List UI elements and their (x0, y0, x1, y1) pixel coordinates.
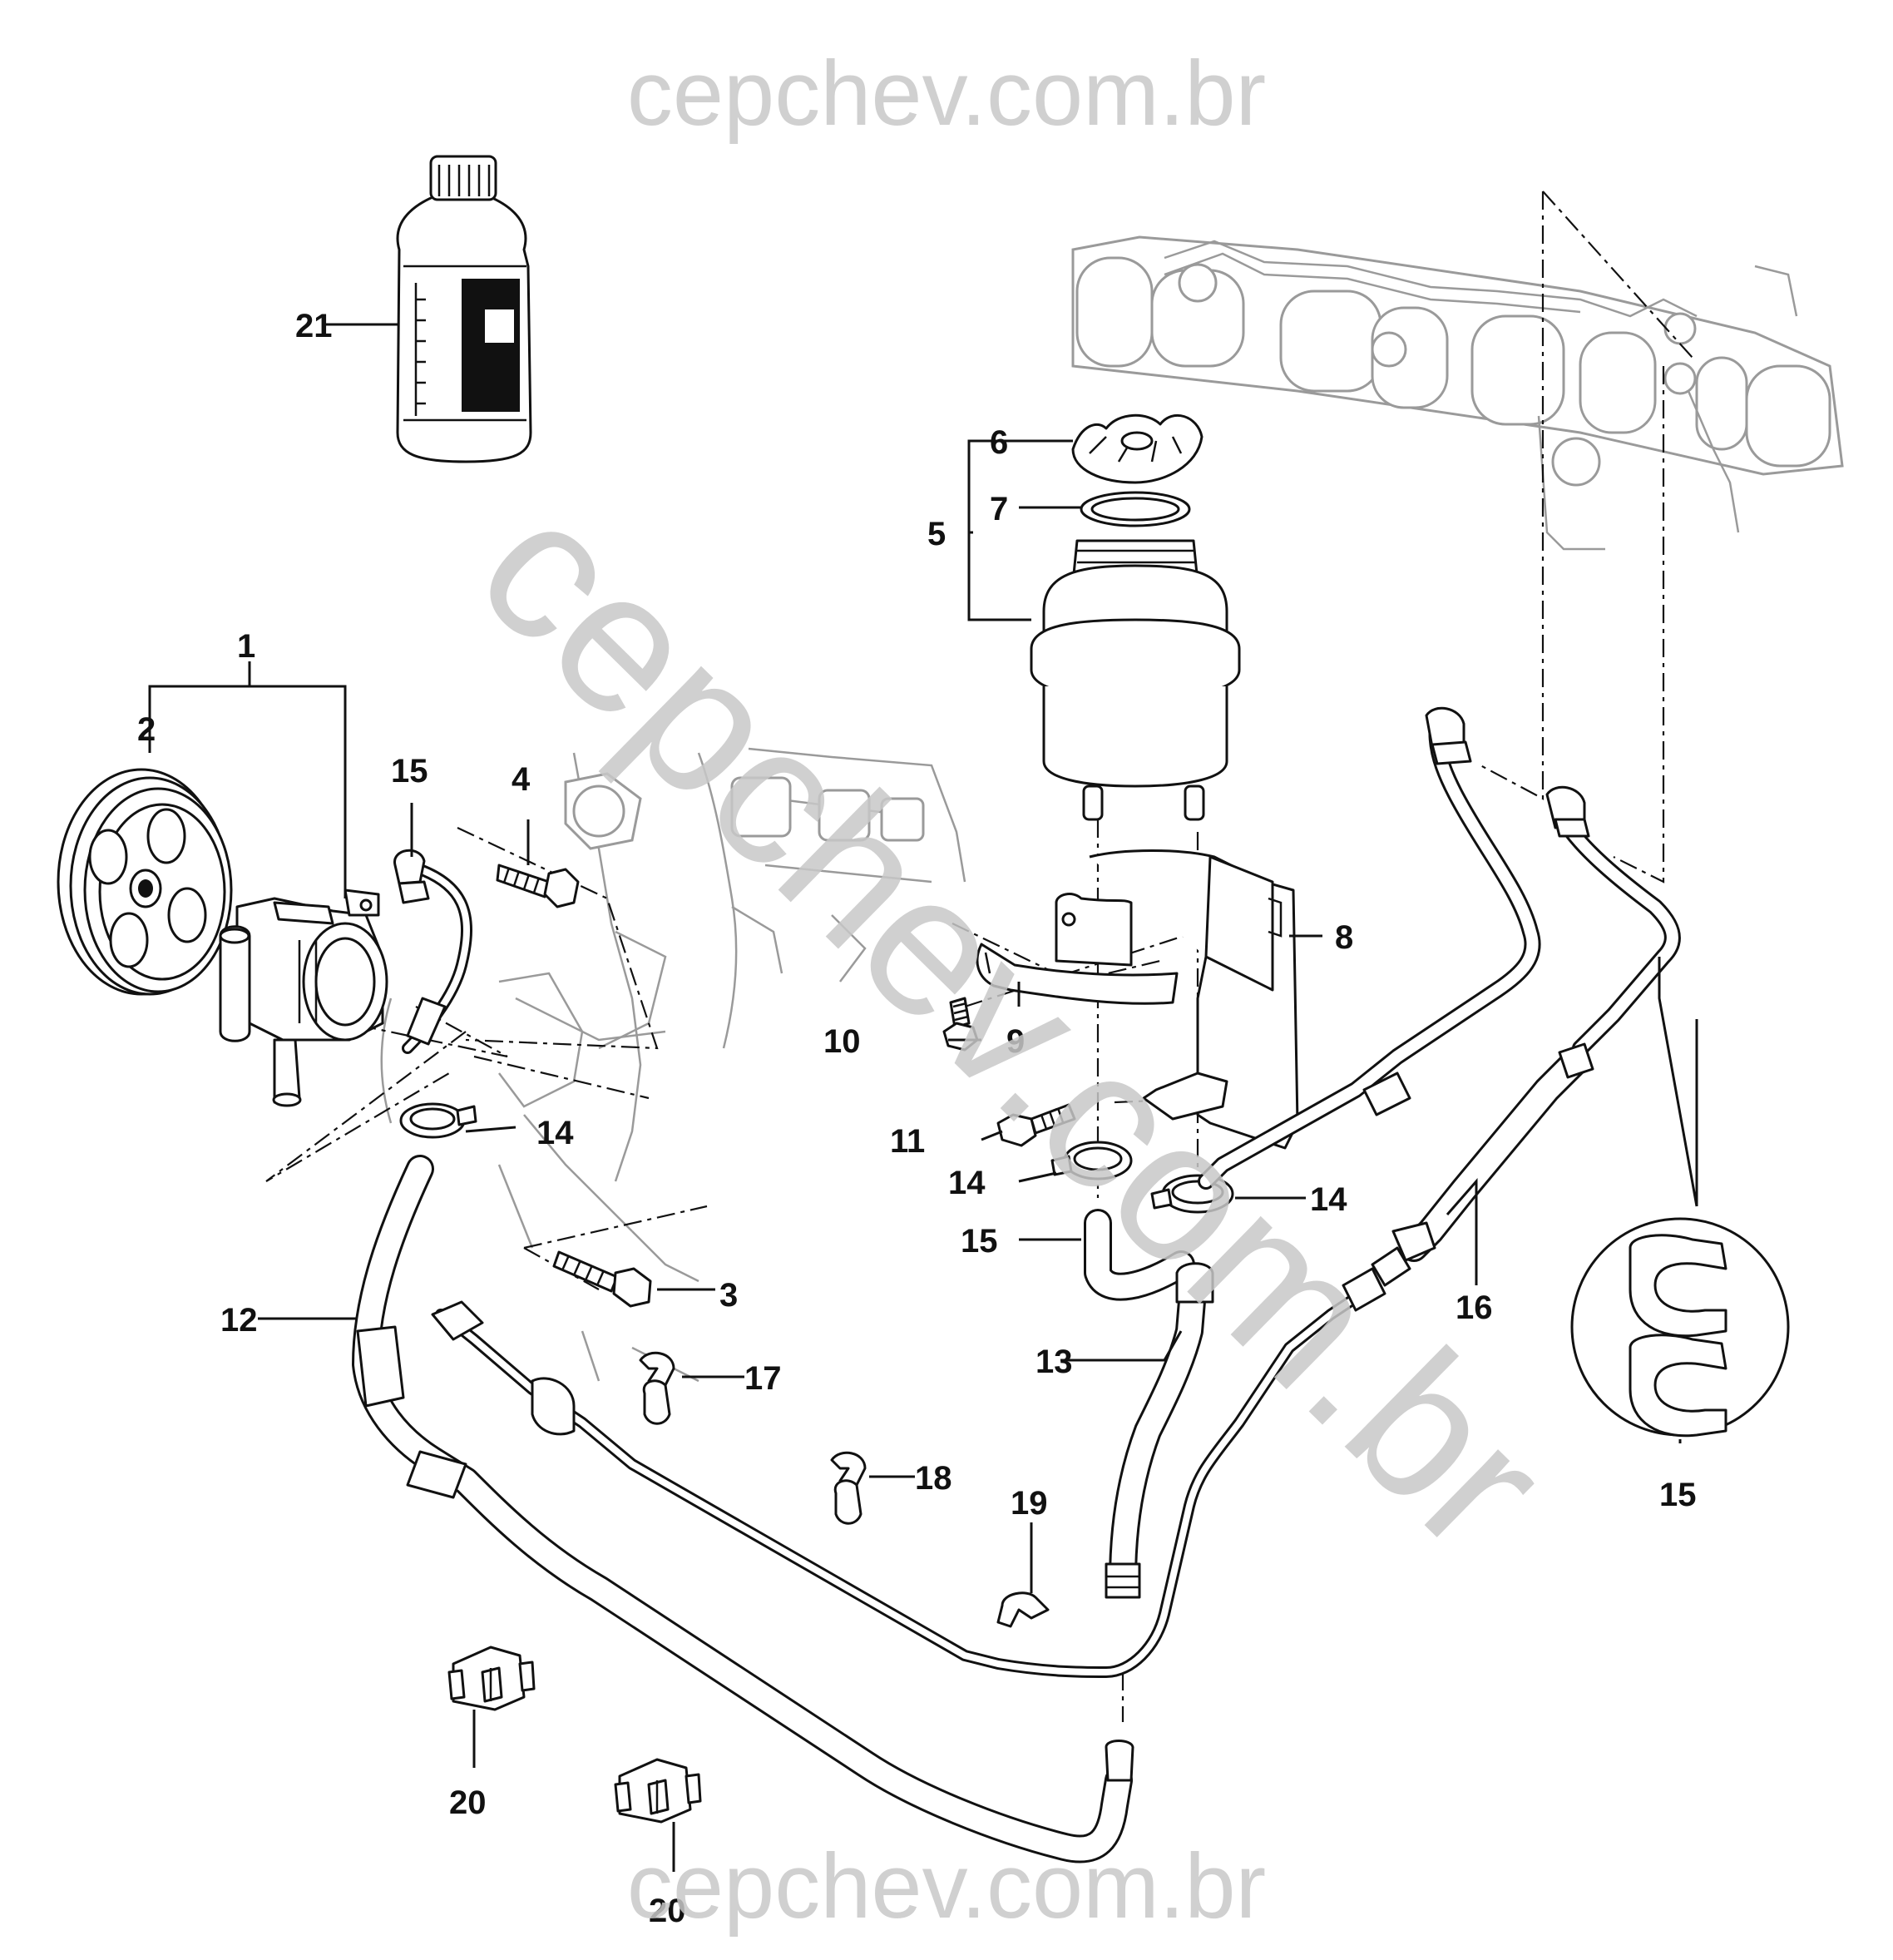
pressure-line-upper (1198, 706, 1541, 1190)
pump-part-1 (219, 888, 388, 1107)
reservoir-bracket-part-8 (1089, 849, 1299, 1150)
callout-3: 3 (719, 1277, 738, 1314)
callout-6: 6 (990, 424, 1008, 461)
clip-part-20-right (614, 1758, 702, 1824)
clamp-part-14-middle (1050, 1141, 1133, 1180)
callout-8: 8 (1335, 919, 1353, 956)
reservoir-strap-part-9 (976, 893, 1179, 1005)
callout-10: 10 (823, 1023, 861, 1060)
callout-17: 15 (961, 1223, 998, 1260)
clip-part-15-a (639, 1351, 675, 1425)
bolt-part-11 (996, 1103, 1076, 1147)
callout-1: 1 (237, 628, 255, 665)
callout-20-left: 20 (449, 1784, 487, 1821)
callout-15-b: 18 (915, 1460, 952, 1497)
callout-numbers: 21 6 7 5 1 2 15 4 8 10 9 11 14 14 14 15 … (137, 308, 1697, 1929)
clip-part-15-b (830, 1451, 867, 1525)
callout-16: 16 (1456, 1289, 1493, 1326)
callout-14-left: 14 (536, 1115, 574, 1151)
watermark-top: cepchev.com.br (627, 42, 1266, 145)
return-line-lower (431, 1292, 1362, 1678)
reservoir-cap-part-6 (1071, 413, 1204, 484)
steering-rack-ghost (1071, 235, 1844, 551)
clip-part-20-left (447, 1646, 536, 1711)
callout-7: 7 (990, 491, 1008, 527)
callout-14-right: 14 (1310, 1181, 1347, 1218)
elbow-hose-part-17 (1084, 1209, 1195, 1301)
feed-hose-part-13 (1105, 1262, 1214, 1599)
clamp-part-14-left (399, 1102, 477, 1139)
pressure-line-part-18 (393, 849, 472, 1054)
callout-5: 5 (927, 516, 946, 552)
reservoir-part-5 (1030, 539, 1241, 821)
callout-14-middle: 14 (948, 1165, 986, 1201)
callout-13: 13 (1035, 1344, 1073, 1380)
callout-20-right: 20 (649, 1893, 686, 1929)
watermark-bottom: cepchev.com.br (627, 1835, 1266, 1938)
bolt-part-10 (942, 997, 979, 1052)
pressure-hose-part-16 (1342, 785, 1681, 1312)
return-hose-part-12 (352, 1155, 1134, 1863)
reservoir-seal-part-7 (1080, 491, 1191, 527)
leader-lines (148, 323, 1698, 1872)
callout-12: 12 (220, 1302, 258, 1339)
callout-4: 4 (512, 761, 531, 798)
clip-part-15-c (996, 1591, 1050, 1628)
callout-21: 21 (295, 308, 333, 344)
callout-15-a: 17 (744, 1360, 782, 1397)
callout-11: 11 (890, 1123, 925, 1160)
bolt-part-3 (552, 1250, 652, 1308)
pulley-part-2 (57, 768, 233, 996)
fluid-bottle-part-21 (396, 155, 532, 463)
double-clip-part-19 (1570, 1217, 1790, 1438)
callout-2: 2 (137, 711, 156, 748)
watermark-diagonal: cepchev.com.br (437, 456, 1588, 1592)
bolt-part-4 (496, 864, 580, 908)
callout-15-c: 19 (1011, 1485, 1048, 1522)
callout-18: 15 (391, 753, 428, 789)
callout-19: 15 (1659, 1477, 1697, 1513)
callout-9: 9 (1006, 1023, 1025, 1060)
